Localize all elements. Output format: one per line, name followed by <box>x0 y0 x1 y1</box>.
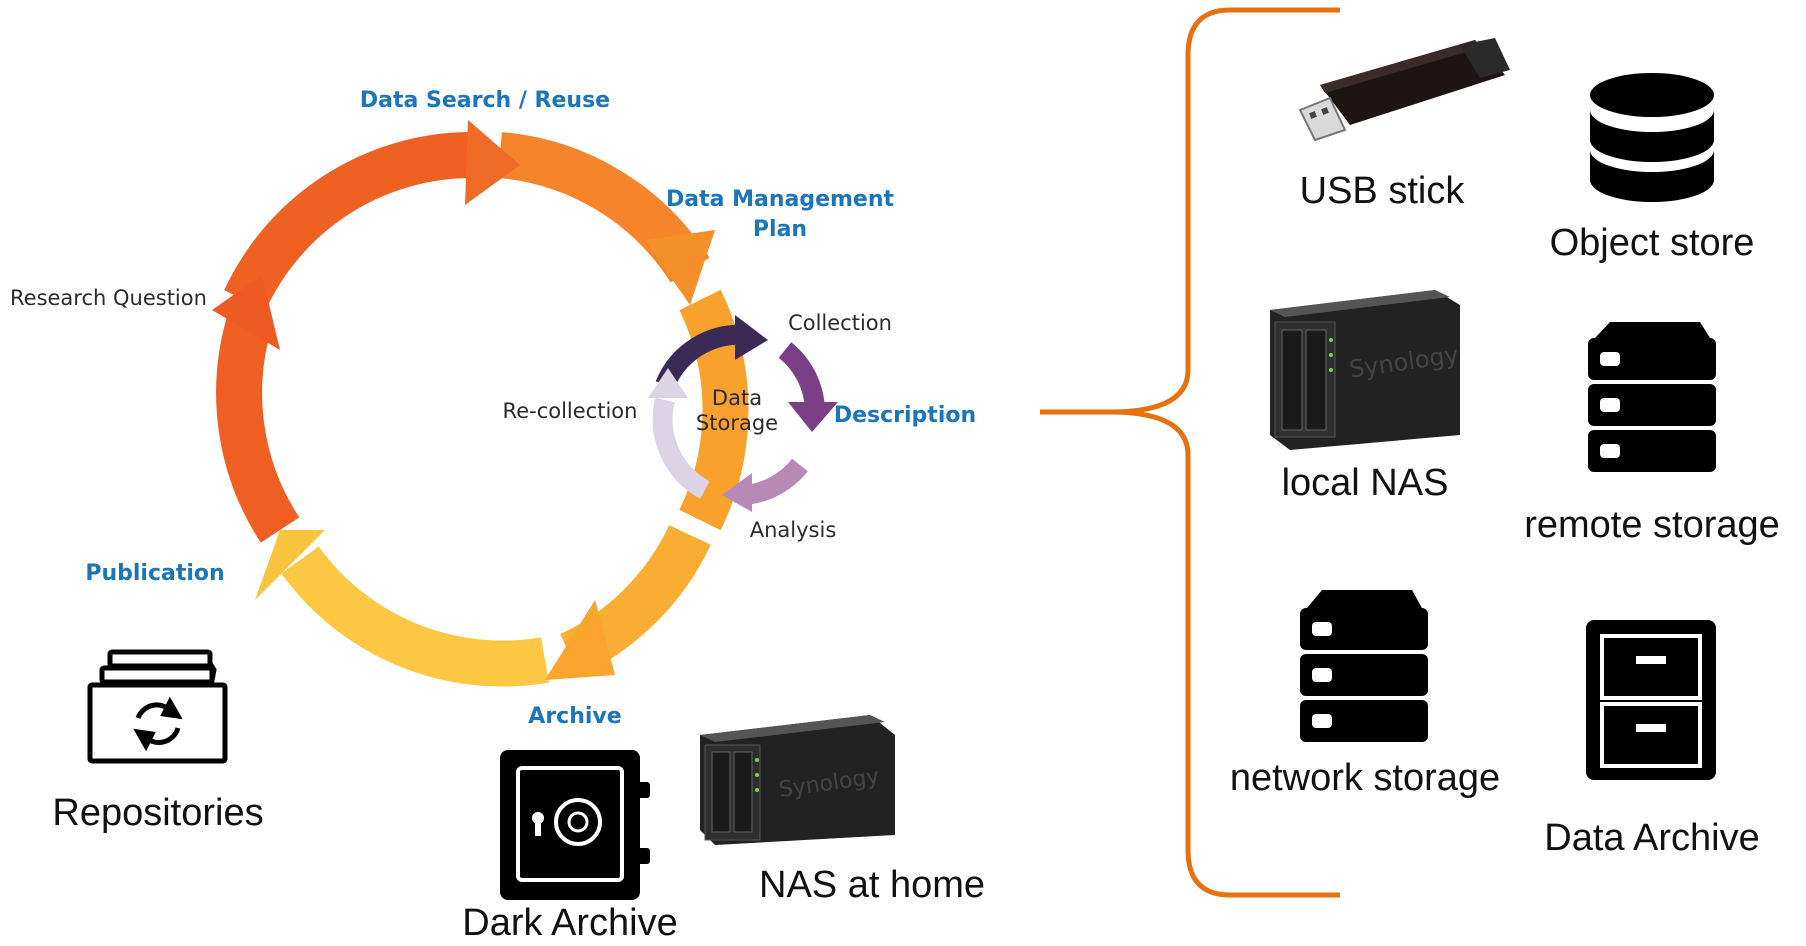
database-icon <box>1590 73 1714 202</box>
label-data-search: Data Search / Reuse <box>360 88 610 113</box>
local-nas-item: Synology local NAS <box>1270 290 1460 504</box>
server-stack-icon-remote <box>1588 322 1716 472</box>
cycle-arc-left <box>216 313 300 543</box>
label-data-archive: Data Archive <box>1544 817 1759 859</box>
inner-arc-analysis <box>743 458 808 505</box>
nas-home-item: Synology NAS at home <box>700 715 985 906</box>
cycle-arrowhead-publication <box>255 530 325 600</box>
cycle-arc-right <box>679 289 749 531</box>
usb-stick-icon <box>1298 38 1510 142</box>
label-object-store: Object store <box>1550 222 1755 264</box>
label-nas-home: NAS at home <box>759 864 985 906</box>
data-storage-cycle: Data Storage Collection Description Anal… <box>503 311 977 542</box>
folder-sync-icon <box>87 649 228 764</box>
inner-arrowhead-description <box>788 402 838 432</box>
cycle-arrowhead-question <box>212 275 280 350</box>
label-usb: USB stick <box>1300 170 1466 212</box>
remote-storage-item: remote storage <box>1524 322 1780 546</box>
label-dmp-line1: Data Management <box>666 187 895 212</box>
inner-arc-description <box>778 342 825 411</box>
network-storage-item: network storage <box>1230 590 1500 799</box>
label-publication: Publication <box>85 561 224 586</box>
label-local-nas: local NAS <box>1282 462 1449 504</box>
label-network-storage: network storage <box>1230 757 1500 799</box>
cycle-arc-bottom <box>281 546 549 687</box>
label-analysis: Analysis <box>750 518 837 542</box>
label-dmp-line2: Plan <box>753 217 807 242</box>
usb-stick-item: USB stick <box>1298 38 1510 212</box>
brace-shape <box>1109 7 1340 898</box>
label-description: Description <box>834 403 976 428</box>
data-archive-item: Data Archive <box>1544 620 1760 859</box>
nas-device-icon: Synology <box>700 715 895 845</box>
server-stack-icon-network <box>1300 590 1428 742</box>
label-recollection: Re-collection <box>503 399 638 423</box>
cycle-arrowhead-archive <box>545 600 615 680</box>
inner-arrowhead-analysis <box>722 473 752 512</box>
cycle-arrowhead-search <box>465 120 520 205</box>
inner-arrowhead-collection <box>735 315 768 360</box>
nas-device-icon-local: Synology <box>1270 290 1460 450</box>
label-archive: Archive <box>528 704 621 729</box>
cycle-arrowhead-dmp <box>645 230 715 305</box>
research-cycle: Data Search / Reuse Data Management Plan… <box>10 88 895 729</box>
inner-center-line1: Data <box>712 386 762 410</box>
filing-cabinet-icon <box>1586 620 1716 780</box>
inner-center-line2: Storage <box>696 411 778 435</box>
inner-arrowhead-recollection <box>648 368 688 398</box>
label-remote-storage: remote storage <box>1524 504 1780 546</box>
inner-arc-recollection <box>652 397 710 499</box>
object-store-item: Object store <box>1550 73 1755 264</box>
cycle-arc-top-left <box>224 132 471 310</box>
label-research-question: Research Question <box>10 286 207 310</box>
label-dark-archive: Dark Archive <box>462 902 677 944</box>
repositories-item: Repositories <box>52 649 264 834</box>
storage-brace <box>1040 7 1340 898</box>
label-collection: Collection <box>788 311 892 335</box>
safe-icon <box>500 750 650 900</box>
label-repositories: Repositories <box>52 792 263 834</box>
dark-archive-item: Dark Archive <box>462 750 678 944</box>
